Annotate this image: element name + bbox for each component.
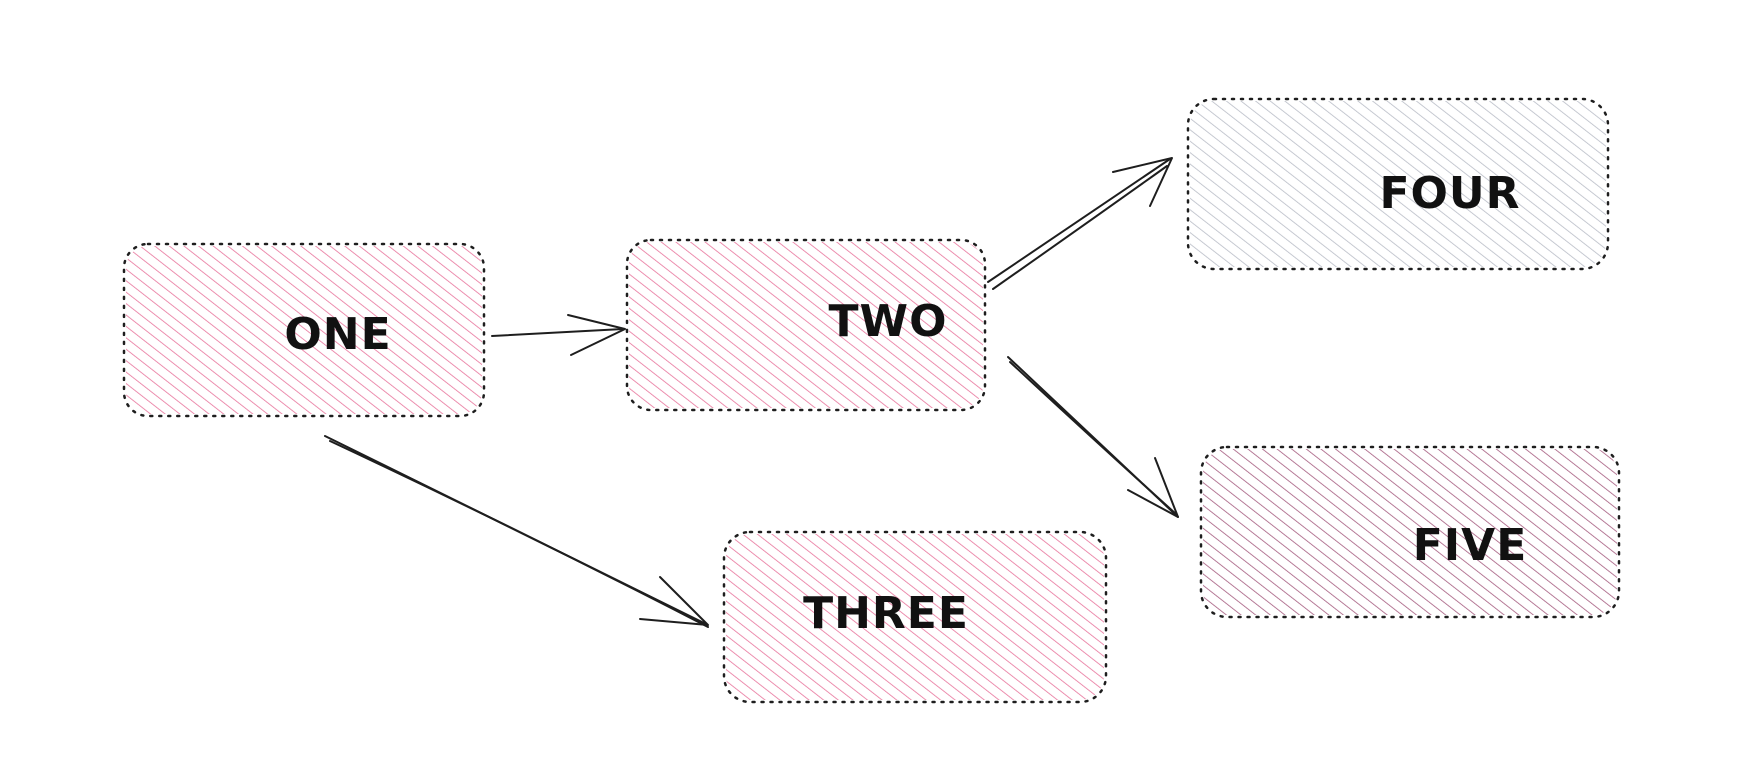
node-three[interactable]: THREE <box>722 530 1108 704</box>
edge-two-to-five <box>1007 356 1179 518</box>
edge-one-to-two <box>491 314 626 356</box>
edge-two-to-four <box>987 157 1173 290</box>
node-five[interactable]: FIVE <box>1199 445 1621 619</box>
node-one-label: ONE <box>284 309 391 360</box>
node-four[interactable]: FOUR <box>1186 97 1610 271</box>
node-three-label: THREE <box>803 588 969 639</box>
node-four-label: FOUR <box>1379 168 1520 219</box>
edge-one-to-three <box>324 435 709 628</box>
node-two[interactable]: TWO <box>625 238 987 412</box>
node-five-label: FIVE <box>1413 520 1528 571</box>
node-two-label: TWO <box>829 296 948 347</box>
node-one[interactable]: ONE <box>122 242 486 418</box>
